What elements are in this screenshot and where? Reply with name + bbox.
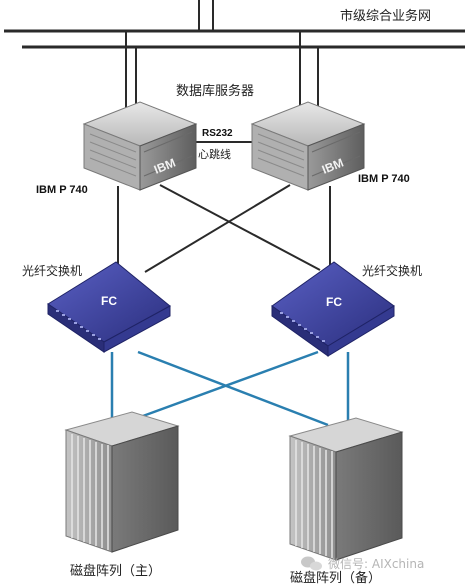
business-network-bus	[4, 0, 465, 49]
fc-switch-left-badge: FC	[101, 294, 117, 308]
network-label: 市级综合业务网	[340, 8, 431, 24]
fc-switch-left: FC	[47, 261, 171, 353]
server-switch-links	[117, 184, 331, 273]
wechat-watermark: 微信号: AIXchina	[301, 556, 424, 571]
server-right-model: IBM P 740	[358, 173, 410, 185]
fiber-links	[110, 350, 350, 430]
fc-switch-right-label: 光纤交换机	[362, 263, 422, 278]
storage-backup	[288, 417, 404, 561]
storage-primary	[64, 411, 180, 553]
wechat-icon	[301, 556, 322, 571]
storage-primary-label: 磁盘阵列（主）	[70, 563, 161, 579]
server-uplinks	[125, 31, 319, 112]
heartbeat-label-line1: RS232	[202, 128, 233, 139]
server-right: IBM	[250, 101, 366, 191]
server-left: IBM	[82, 101, 198, 191]
fc-switch-right-badge: FC	[326, 295, 342, 309]
server-group-label: 数据库服务器	[176, 83, 254, 99]
heartbeat-label-line2: 心跳线	[198, 147, 231, 161]
watermark-text: 微信号: AIXchina	[328, 557, 424, 571]
server-left-model: IBM P 740	[36, 184, 88, 196]
fc-switch-left-label: 光纤交换机	[22, 263, 82, 278]
fc-switch-right: FC	[271, 261, 395, 357]
storage-backup-label: 磁盘阵列（备）	[290, 570, 381, 586]
